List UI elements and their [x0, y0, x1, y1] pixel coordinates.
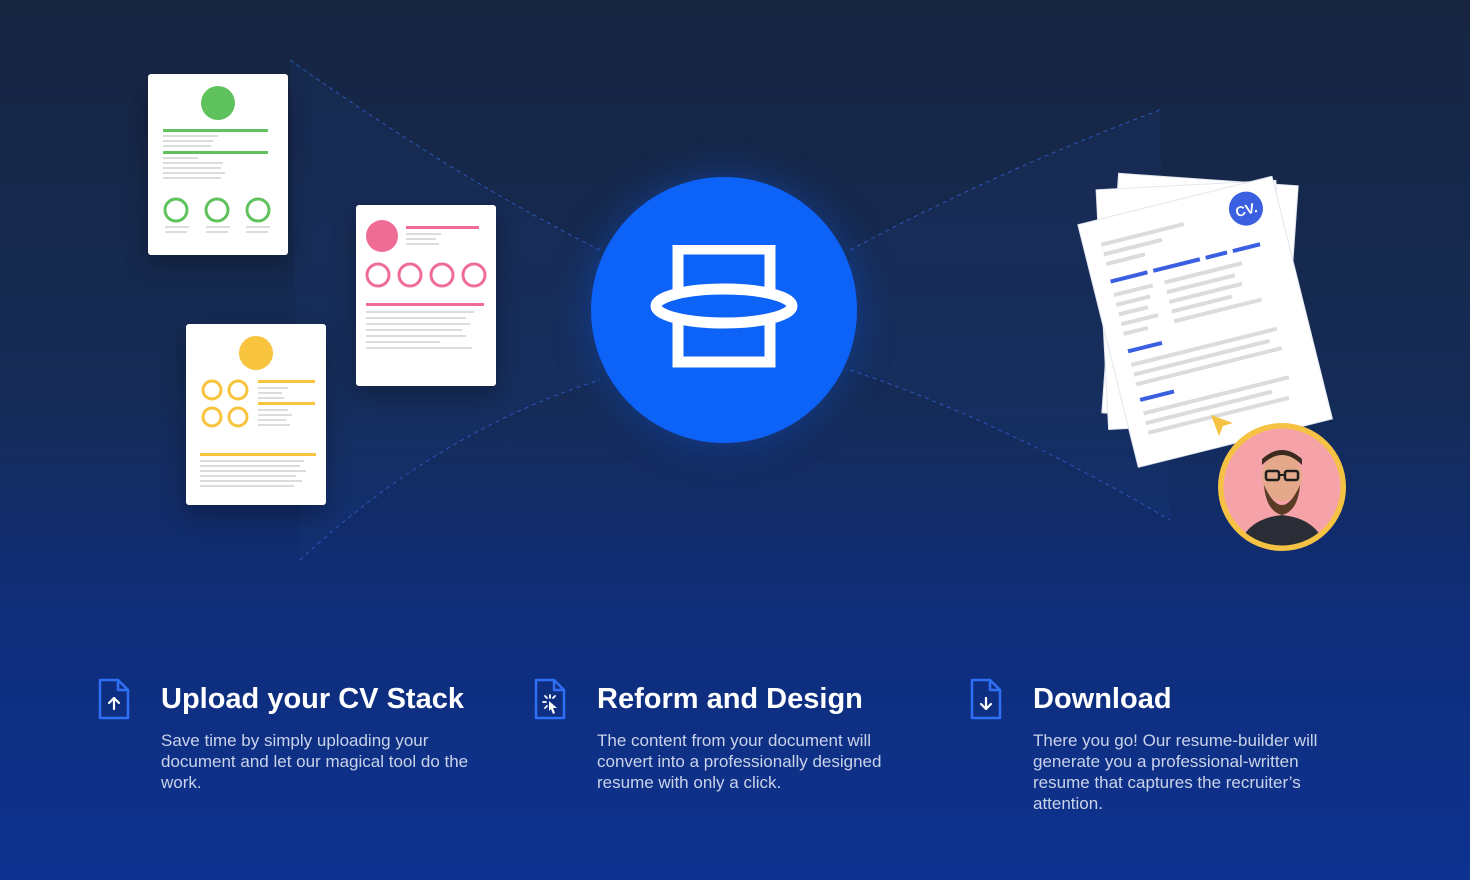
avatar	[1218, 423, 1346, 551]
reform-hub	[591, 177, 857, 443]
cv-badge: CV.	[1234, 199, 1259, 220]
green-cv-thumbnail	[148, 74, 288, 255]
generated-resume-stack: CV.	[1060, 150, 1340, 480]
cursor-pointer-icon	[1211, 415, 1233, 436]
step-title: Upload your CV Stack	[161, 683, 464, 715]
step-description: Save time by simply uploading your docum…	[161, 731, 469, 792]
reform-icon	[650, 245, 798, 368]
upload-file-icon	[98, 678, 130, 720]
step-description: The content from your document will conv…	[597, 731, 882, 792]
download-file-icon	[970, 678, 1002, 720]
pink-cv-thumbnail	[356, 205, 496, 386]
step-title: Download	[1033, 683, 1172, 715]
step-description: There you go! Our resume-builder will ge…	[1033, 731, 1318, 813]
magic-click-file-icon	[534, 678, 566, 720]
yellow-cv-thumbnail	[186, 324, 326, 505]
step-title: Reform and Design	[597, 683, 863, 715]
